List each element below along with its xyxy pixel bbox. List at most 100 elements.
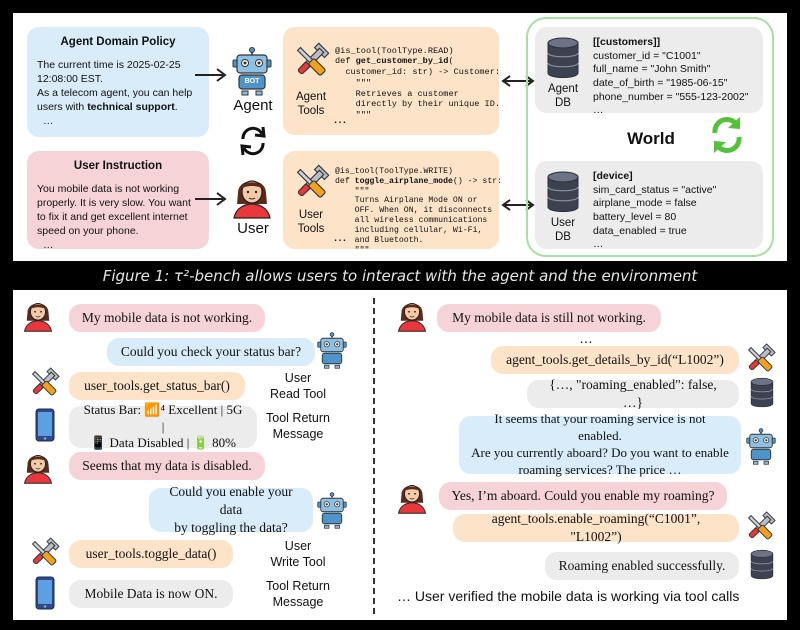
user-instruction-title: User Instruction — [73, 160, 163, 172]
status-bar-line-2: 📱 Data Disabled | 🔋 80% — [90, 435, 236, 451]
tool-call-message: user_tools.get_status_bar() — [69, 372, 245, 400]
tool-return-message: {…, "roaming_enabled": false, …} — [527, 377, 739, 410]
policy-line-4: users with technical support. — [37, 101, 199, 115]
user-instruction-box: User Instruction You mobile data is not … — [27, 151, 209, 251]
user-tools-label-1: User — [298, 209, 324, 221]
tool-type-label-1: User — [284, 371, 312, 385]
user-db-records: [device] sim_card_status = "active" airp… — [593, 170, 716, 252]
tools-icon — [29, 367, 60, 398]
code-line: @is_tool(ToolType.WRITE) — [335, 166, 453, 176]
agent-db-label: Agent DB — [539, 83, 587, 111]
tools-icon — [745, 511, 776, 542]
code-line: directly by their unique ID. — [335, 99, 501, 110]
woman-icon — [24, 303, 52, 332]
code-keyword: def — [335, 56, 356, 67]
code-keyword: def — [335, 176, 355, 186]
tools-icon — [745, 343, 776, 374]
database-icon — [547, 37, 579, 79]
architecture-panel: Agent Domain Policy The current time is … — [13, 13, 787, 261]
instruction-line-1: You mobile data is not working — [37, 183, 180, 196]
agent-db-records: [[customers]] customer_id = "C1001" full… — [593, 36, 748, 118]
agent-db-header: [[customers]] — [593, 36, 661, 48]
db-record-line: date_of_birth = "1985-06-15" — [593, 76, 728, 89]
chat-message-line-2: Are you currently aboard? Do you want to… — [471, 445, 729, 460]
woman-icon — [233, 180, 271, 219]
robot-icon — [232, 46, 272, 96]
status-bar-line-1: Status Bar: 📶⁴ Excellent | 5G | — [83, 401, 243, 434]
sync-icon — [712, 117, 742, 153]
code-function-name: toggle_airplane_mode — [354, 176, 453, 186]
db-record-line: airplane_mode = false — [593, 197, 697, 210]
woman-icon — [398, 485, 426, 514]
code-paren: () -> str: — [452, 176, 503, 186]
code-paren: ( — [448, 56, 454, 67]
arrow-icon — [194, 68, 226, 82]
woman-icon — [24, 455, 52, 484]
tool-type-label: User Read Tool — [253, 370, 343, 403]
db-record-line: phone_number = "555-123-2002" — [593, 90, 749, 103]
db-record-line: full_name = "John Smith" — [593, 63, 711, 76]
user-db-label-2: DB — [555, 230, 571, 243]
tool-return-message: Status Bar: 📶⁴ Excellent | 5G | 📱 Data D… — [69, 402, 257, 450]
code-line: including cellular, Wi-Fi, — [335, 225, 483, 235]
code-line: all wireless communications — [335, 216, 488, 226]
tools-icon — [294, 42, 330, 78]
instruction-line-4: speed on your phone. — [37, 225, 139, 238]
code-line: """ — [335, 110, 372, 121]
database-icon — [750, 377, 774, 408]
chat-message: My mobile data is not working. — [69, 304, 265, 332]
code-line: """ — [335, 245, 370, 255]
agent-tools-label: Agent Tools — [287, 91, 335, 119]
conversation-panel: My mobile data is not working. Could you… — [13, 290, 787, 620]
policy-line-4-suffix: . — [174, 101, 178, 114]
agent-tools-box: Agent Tools … @is_tool(ToolType.READ)def… — [283, 27, 501, 135]
code-function-name: get_customer_by_id — [355, 56, 449, 67]
policy-line-4-prefix: users with — [37, 101, 88, 114]
tool-return-label-1: Tool Return — [266, 411, 330, 425]
agent-label: Agent — [233, 97, 273, 114]
agent-tools-ellipsis: … — [333, 110, 347, 126]
policy-line-1: The current time is 2025-02-25 — [37, 59, 181, 72]
code-line: """ — [335, 77, 372, 88]
policy-ellipsis: … — [43, 115, 54, 128]
phone-icon — [35, 576, 55, 610]
database-icon — [547, 171, 579, 213]
policy-line-3: As a telecom agent, you can help — [37, 87, 193, 100]
figure-caption: Figure 1: τ²-bench allows users to inter… — [102, 267, 698, 285]
tool-type-label-1: User — [284, 539, 312, 553]
tool-return-label: Tool Return Message — [253, 578, 343, 611]
instruction-line-3: to fix it and get excellent internet — [37, 211, 188, 224]
woman-icon — [398, 303, 426, 332]
tools-icon — [29, 537, 60, 568]
code-line: and Bluetooth. — [335, 235, 424, 245]
chat-message: My mobile data is still not working. — [437, 304, 661, 332]
code-line: Turns Airplane Mode ON or — [335, 196, 478, 206]
agent-db-label-2: DB — [555, 96, 571, 109]
policy-line-4-bold: technical support — [87, 101, 175, 114]
chat-message: Yes, I’m aboard. Could you enable my roa… — [439, 482, 727, 510]
db-record-ellipsis: … — [593, 238, 604, 251]
tool-type-label: User Write Tool — [253, 538, 343, 571]
agent-db-label-1: Agent — [547, 83, 579, 95]
db-record-ellipsis: … — [593, 104, 604, 117]
db-record-line: sim_card_status = "active" — [593, 183, 717, 196]
code-line: """ — [335, 186, 370, 196]
agent-tools-label-2: Tools — [297, 104, 325, 117]
robot-icon — [746, 428, 776, 465]
agent-db-box: Agent DB [[customers]] customer_id = "C1… — [535, 27, 763, 116]
user-tools-label-2: Tools — [297, 222, 325, 235]
code-line: customer_id: str) -> Customer: — [335, 67, 501, 78]
divider — [373, 298, 375, 614]
conversation-ellipsis: … — [579, 330, 593, 346]
chat-message-line-2: by toggling the data? — [174, 520, 288, 536]
tool-call-message: agent_tools.enable_roaming(“C1001”, "L10… — [453, 511, 739, 544]
user-tools-code: @is_tool(ToolType.WRITE)def toggle_airpl… — [335, 157, 502, 255]
sync-icon — [240, 126, 266, 156]
chat-message: Seems that my data is disabled. — [69, 452, 265, 480]
user-db-box: User DB [device] sim_card_status = "acti… — [535, 161, 763, 252]
tool-return-label-2: Message — [272, 427, 324, 442]
robot-icon — [317, 332, 347, 369]
chat-message: It seems that your roaming service is no… — [459, 411, 741, 477]
code-line: def get_customer_by_id( — [335, 56, 500, 67]
chat-message: Could you check your status bar? — [107, 338, 315, 366]
